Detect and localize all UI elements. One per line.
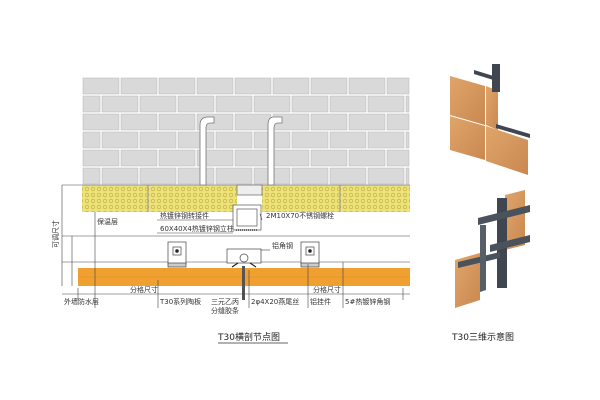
brick — [348, 149, 386, 167]
brick — [234, 113, 272, 131]
brick — [310, 77, 348, 95]
3d-view-back — [455, 190, 530, 308]
brick — [158, 77, 196, 95]
brick — [405, 167, 410, 185]
label-hanger: 铝挂件 — [310, 297, 331, 306]
label-panel: T30系列陶板 — [159, 297, 201, 306]
brick — [329, 167, 367, 185]
label-adapter: 热镀锌钢转接件 — [160, 211, 209, 220]
section-drawing-title: T30横剖节点图 — [217, 331, 280, 343]
brick — [177, 167, 215, 185]
brick — [367, 167, 405, 185]
label-column: 60X40X4热镀锌钢立柱 — [160, 224, 234, 233]
brick — [82, 95, 101, 113]
brick — [310, 113, 348, 131]
brick — [139, 131, 177, 149]
label-adjustable-size: 可调尺寸 — [51, 220, 60, 248]
brick — [367, 131, 405, 149]
brick — [329, 131, 367, 149]
brick — [310, 149, 348, 167]
brick — [348, 77, 386, 95]
brick — [386, 77, 410, 95]
brick — [234, 149, 272, 167]
label-insulation: 保温层 — [97, 217, 118, 226]
insulation-layer — [62, 184, 410, 212]
anchor-pipes — [199, 116, 283, 196]
brick — [82, 149, 120, 167]
label-epdm-1: 三元乙丙 — [211, 298, 239, 306]
brick — [120, 113, 158, 131]
label-bolt: 2M10X70不锈钢螺栓 — [266, 211, 334, 220]
label-waterproof: 外墙防水层 — [64, 297, 99, 306]
brick — [291, 167, 329, 185]
brick — [272, 77, 310, 95]
brick — [215, 131, 253, 149]
brick — [272, 149, 310, 167]
label-screw: 2φ4X20燕尾丝 — [251, 297, 299, 306]
label-epdm-2: 分缝胶条 — [211, 306, 239, 315]
label-grid-size-left: 分格尺寸 — [130, 285, 158, 294]
brick — [215, 167, 253, 185]
brick — [120, 77, 158, 95]
brick — [329, 95, 367, 113]
ceramic-panel — [78, 266, 410, 300]
brick — [82, 77, 120, 95]
brick — [101, 167, 139, 185]
brick — [405, 131, 410, 149]
view-3d-title: T30三维示意图 — [451, 331, 514, 343]
aluminum-angle — [226, 248, 262, 268]
brick — [196, 77, 234, 95]
brick — [367, 95, 405, 113]
brick — [215, 95, 253, 113]
brick — [82, 167, 101, 185]
3d-view-front — [450, 64, 530, 175]
brick — [82, 113, 120, 131]
brick — [139, 167, 177, 185]
brick — [177, 131, 215, 149]
brick — [101, 131, 139, 149]
brick — [158, 149, 196, 167]
brick-wall — [82, 77, 410, 185]
brick — [253, 95, 291, 113]
aluminum-hanger-left — [167, 241, 187, 268]
aluminum-hanger-right — [300, 241, 320, 268]
brick — [120, 149, 158, 167]
label-grid-size-right: 分格尺寸 — [313, 285, 341, 294]
brick — [348, 113, 386, 131]
brick — [101, 95, 139, 113]
brick — [386, 113, 410, 131]
label-angle-steel: 5#热镀锌角钢 — [345, 297, 390, 306]
steel-column — [232, 204, 262, 231]
brick — [405, 95, 410, 113]
brick — [158, 113, 196, 131]
brick — [386, 149, 410, 167]
dimension-lines — [61, 185, 410, 308]
brick — [291, 131, 329, 149]
brick — [177, 95, 215, 113]
brick — [139, 95, 177, 113]
brick — [291, 95, 329, 113]
label-aluminum-angle: 铝角钢 — [272, 241, 293, 250]
brick — [82, 131, 101, 149]
brick — [234, 77, 272, 95]
